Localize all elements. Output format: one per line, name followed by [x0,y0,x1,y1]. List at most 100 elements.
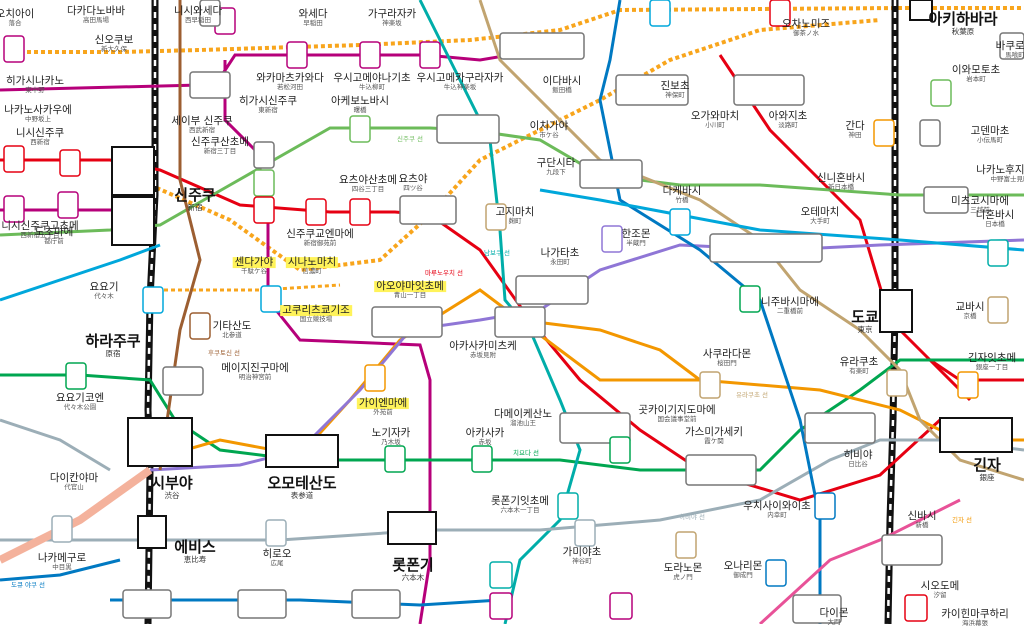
station-name-jp: 桜田門 [717,359,737,368]
roppongi-station-box[interactable] [387,511,437,545]
shinjuku-station-box[interactable] [111,146,155,196]
ebisu-station-box[interactable] [137,515,167,549]
station-bakurocho[interactable]: 바쿠로초馬喰町 [996,41,1024,59]
omotesando-station-box[interactable] [265,434,339,468]
station-name-jp: 乃木坂 [381,438,401,447]
ginza-station-box[interactable] [939,417,1013,453]
station-name-ko: 요요기코엔 [55,392,105,405]
station-name-jp: 小川町 [705,121,725,130]
shibuya-station-box[interactable] [127,417,193,467]
station-name-ko: 시오도메 [920,580,960,593]
marunouchi-line [0,158,942,502]
shinjuku-station-box-2[interactable] [111,196,155,246]
station-name-jp: 大門 [827,618,841,627]
akihabara-station-box[interactable] [909,0,933,21]
tokyo-station-box[interactable] [879,289,913,333]
station-nakano-fujimicho[interactable]: 나카노후지미초中野富士見町 [976,165,1024,183]
station-name-ko: 카이힌마쿠하리 [941,608,1009,621]
